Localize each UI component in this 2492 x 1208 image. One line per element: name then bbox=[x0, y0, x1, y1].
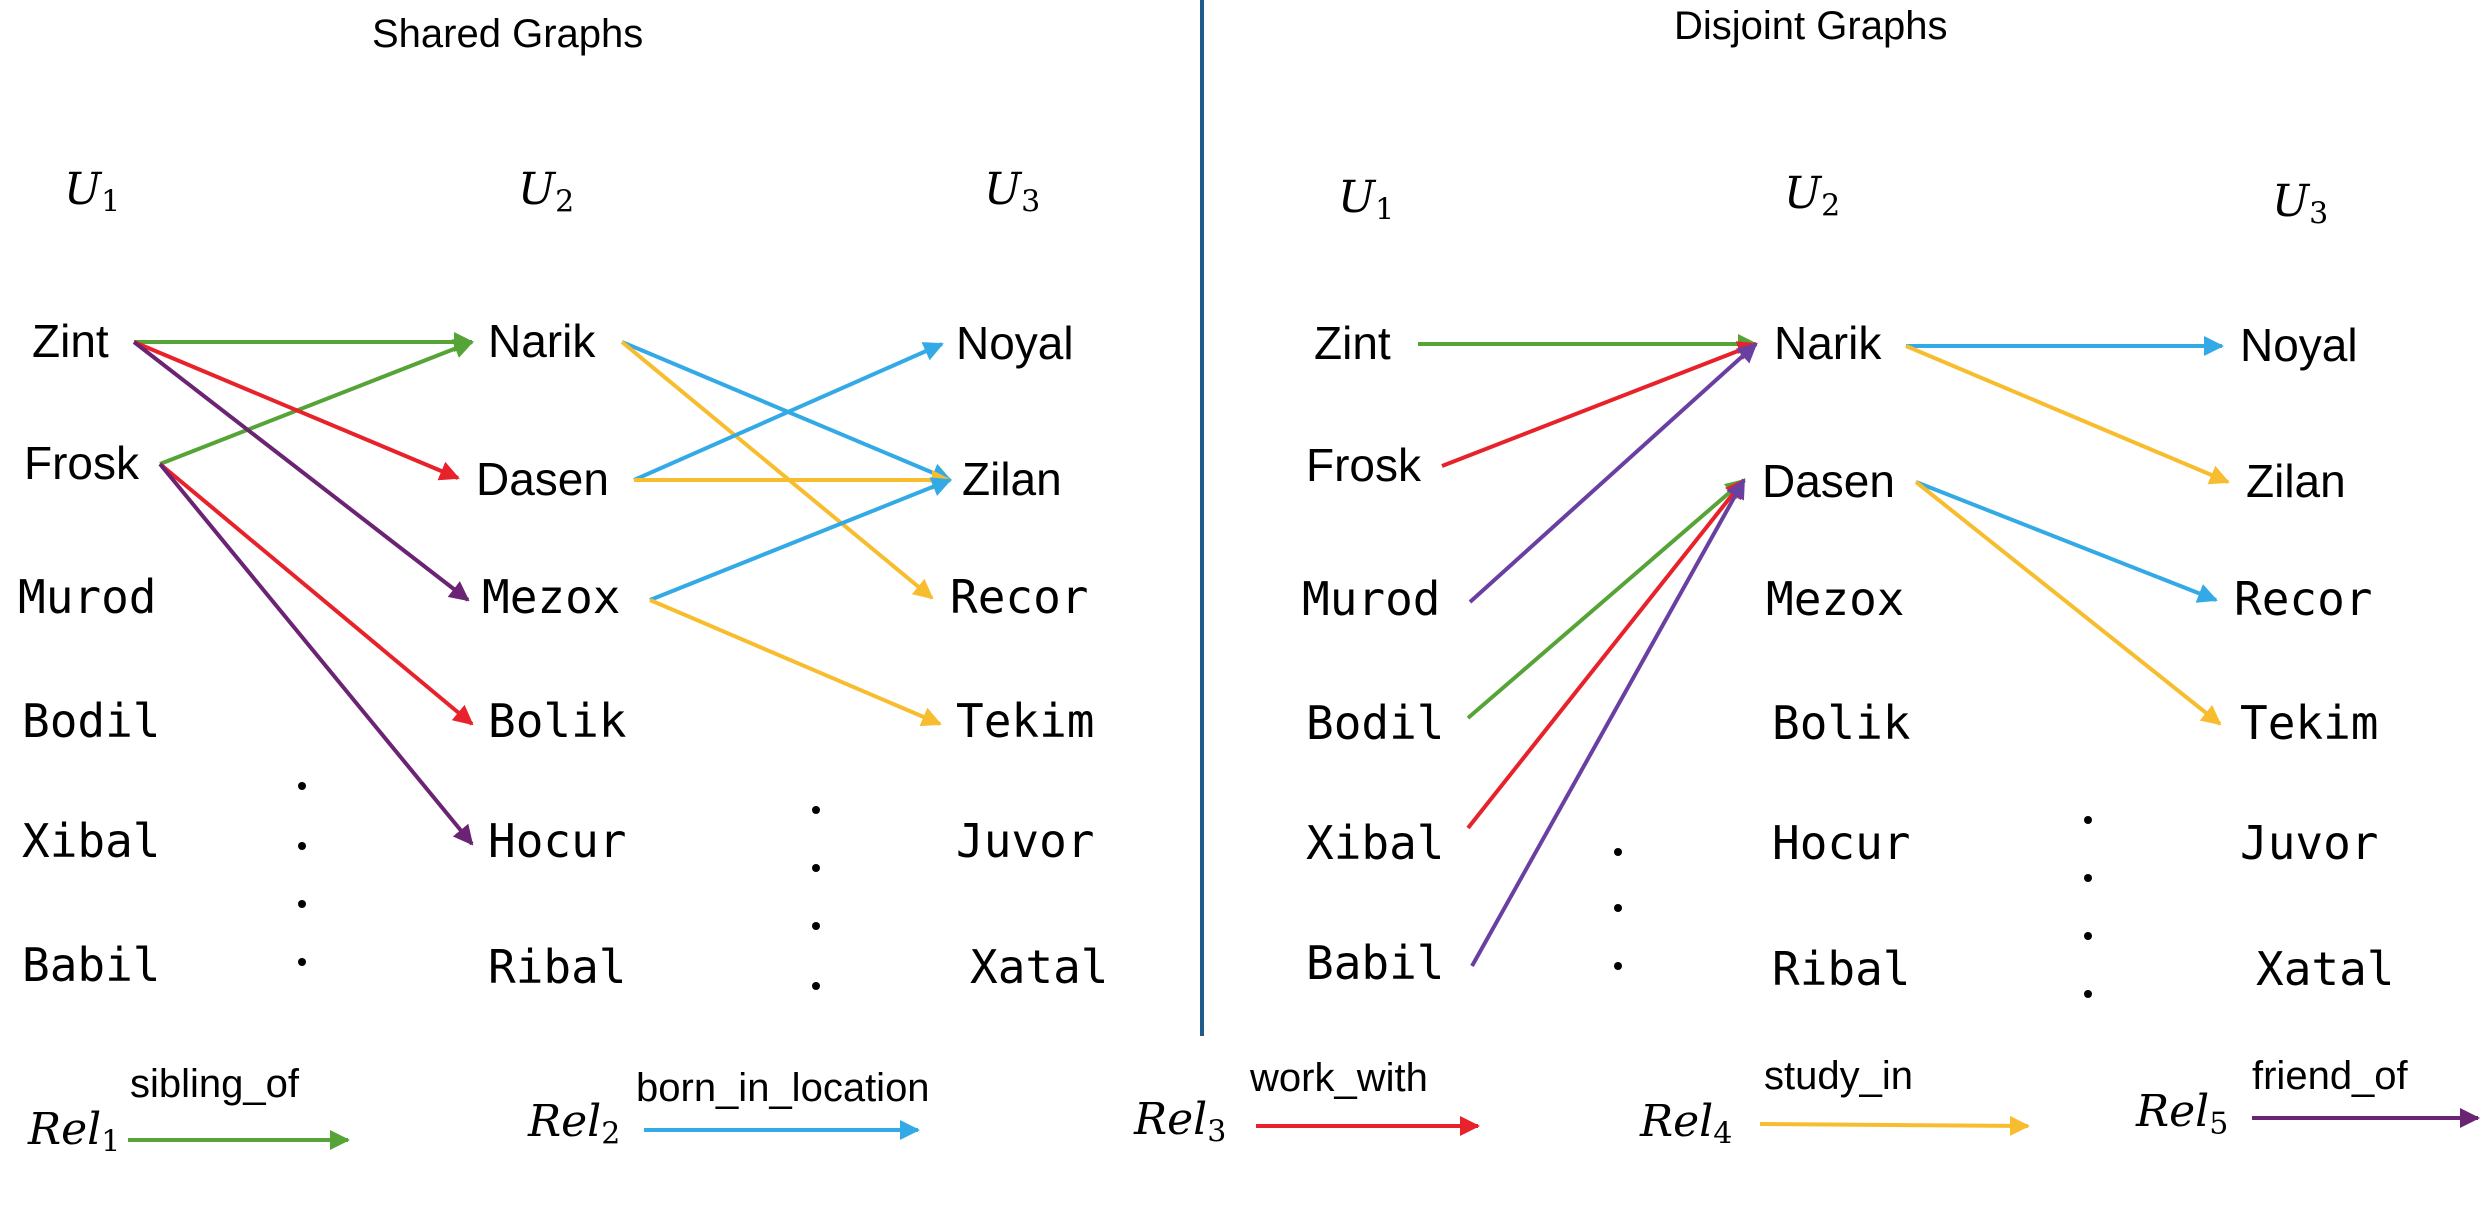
shared-u3-node-zilan: Zilan bbox=[962, 453, 1062, 505]
shared-u3-node-tekim: Tekim bbox=[956, 694, 1095, 748]
disjoint-edge-dasen-tekim bbox=[1914, 480, 2222, 726]
ellipsis-dot bbox=[1614, 962, 1622, 970]
shared-u2-node-ribal: Ribal bbox=[488, 940, 627, 994]
disjoint-edge-dasen-recor bbox=[1915, 480, 2218, 603]
disjoint-u3-node-zilan: Zilan bbox=[2246, 455, 2346, 507]
shared-u2-node-mezox: Mezox bbox=[482, 570, 621, 624]
disjoint-u1-node-xibal: Xibal bbox=[1306, 816, 1445, 870]
ellipsis-dot bbox=[812, 922, 820, 930]
disjoint-u2-node-narik: Narik bbox=[1774, 317, 1882, 369]
legend-rel2-label: born_in_location bbox=[636, 1066, 930, 1110]
ellipsis-dot bbox=[298, 842, 306, 850]
disjoint-edge-bodil-dasen bbox=[1466, 478, 1746, 720]
ellipsis-dot bbox=[1614, 848, 1622, 856]
ellipsis-dot bbox=[2084, 990, 2092, 998]
disjoint-u3-header: U3 bbox=[2272, 176, 2329, 232]
shared-u3-node-xatal: Xatal bbox=[970, 940, 1109, 994]
disjoint-edge-babil-dasen bbox=[1470, 478, 1746, 967]
ellipsis-dot bbox=[298, 782, 306, 790]
ellipsis-dot bbox=[812, 864, 820, 872]
disjoint-edge-xibal-dasen bbox=[1466, 478, 1746, 830]
shared-u2-node-narik: Narik bbox=[488, 315, 596, 367]
disjoint-u2-node-hocur: Hocur bbox=[1772, 816, 1911, 870]
disjoint-u1-header: U1 bbox=[1338, 172, 1395, 228]
shared-u1-node-murod: Murod bbox=[18, 570, 157, 624]
shared-edge-narik-recor bbox=[620, 340, 934, 600]
disjoint-u1-node-bodil: Bodil bbox=[1306, 696, 1445, 750]
shared-edge-frosk-bolik bbox=[158, 462, 474, 726]
disjoint-u3-node-juvor: Juvor bbox=[2240, 816, 2379, 870]
shared-u2-node-hocur: Hocur bbox=[488, 814, 627, 868]
legend-rel4-label: study_in bbox=[1764, 1054, 1913, 1098]
shared-u3-node-juvor: Juvor bbox=[956, 814, 1095, 868]
shared-u3-node-recor: Recor bbox=[950, 570, 1089, 624]
disjoint-u2-node-bolik: Bolik bbox=[1772, 696, 1911, 750]
shared-edge-frosk-hocur bbox=[158, 462, 474, 846]
shared-u2-header: U2 bbox=[518, 164, 575, 220]
disjoint-graphs-title: Disjoint Graphs bbox=[1674, 4, 1948, 48]
ellipsis-dot bbox=[812, 806, 820, 814]
legend-rel5-label: friend_of bbox=[2252, 1054, 2408, 1098]
shared-graphs-title: Shared Graphs bbox=[372, 12, 644, 56]
disjoint-u1-node-zint: Zint bbox=[1314, 317, 1391, 369]
shared-edge-zint-dasen bbox=[133, 340, 460, 481]
disjoint-u1-node-babil: Babil bbox=[1306, 936, 1445, 990]
shared-u3-node-noyal: Noyal bbox=[956, 317, 1074, 369]
legend-rel3-label: work_with bbox=[1250, 1056, 1428, 1100]
disjoint-u2-node-dasen: Dasen bbox=[1762, 455, 1895, 507]
ellipsis-dot bbox=[2084, 816, 2092, 824]
shared-u1-node-frosk: Frosk bbox=[24, 437, 139, 489]
shared-edge-mezox-tekim bbox=[649, 598, 942, 727]
disjoint-u1-node-murod: Murod bbox=[1302, 572, 1441, 626]
shared-u1-node-bodil: Bodil bbox=[22, 694, 161, 748]
shared-edge-frosk-narik bbox=[159, 339, 474, 466]
legend-rel4-symbol: Rel4 bbox=[1640, 1096, 1733, 1152]
legend-rel5-symbol: Rel5 bbox=[2136, 1086, 2229, 1142]
shared-u2-node-dasen: Dasen bbox=[476, 453, 609, 505]
shared-u2-node-bolik: Bolik bbox=[488, 694, 627, 748]
shared-u1-node-xibal: Xibal bbox=[22, 814, 161, 868]
disjoint-u3-node-noyal: Noyal bbox=[2240, 319, 2358, 371]
disjoint-edge-frosk-narik bbox=[1441, 341, 1758, 468]
shared-edge-dasen-noyal bbox=[633, 342, 944, 482]
disjoint-u3-node-tekim: Tekim bbox=[2240, 696, 2379, 750]
shared-u1-header: U1 bbox=[64, 164, 121, 220]
legend-rel1-symbol: Rel1 bbox=[28, 1104, 121, 1160]
shared-u3-header: U3 bbox=[984, 164, 1041, 220]
shared-u1-node-babil: Babil bbox=[22, 938, 161, 992]
disjoint-u2-node-ribal: Ribal bbox=[1772, 942, 1911, 996]
shared-u1-node-zint: Zint bbox=[32, 315, 109, 367]
legend-arrow-study-in bbox=[1759, 1115, 2030, 1136]
disjoint-u3-node-recor: Recor bbox=[2234, 572, 2373, 626]
disjoint-u2-header: U2 bbox=[1784, 168, 1841, 224]
ellipsis-dot bbox=[298, 900, 306, 908]
legend-rel2-symbol: Rel2 bbox=[528, 1096, 621, 1152]
ellipsis-dot bbox=[2084, 874, 2092, 882]
shared-edge-mezox-zilan bbox=[649, 477, 952, 602]
ellipsis-dot bbox=[812, 982, 820, 990]
disjoint-edge-narik-zilan bbox=[1905, 344, 2230, 485]
disjoint-u3-node-xatal: Xatal bbox=[2256, 942, 2395, 996]
legend-rel1-label: sibling_of bbox=[130, 1062, 300, 1106]
ellipsis-dot bbox=[2084, 932, 2092, 940]
ellipsis-dot bbox=[298, 958, 306, 966]
disjoint-u2-node-mezox: Mezox bbox=[1766, 572, 1905, 626]
disjoint-edge-murod-narik bbox=[1468, 342, 1758, 604]
disjoint-u1-node-frosk: Frosk bbox=[1306, 439, 1421, 491]
legend-rel3-symbol: Rel3 bbox=[1134, 1094, 1227, 1150]
ellipsis-dot bbox=[1614, 904, 1622, 912]
shared-edge-zint-mezox bbox=[132, 340, 470, 602]
